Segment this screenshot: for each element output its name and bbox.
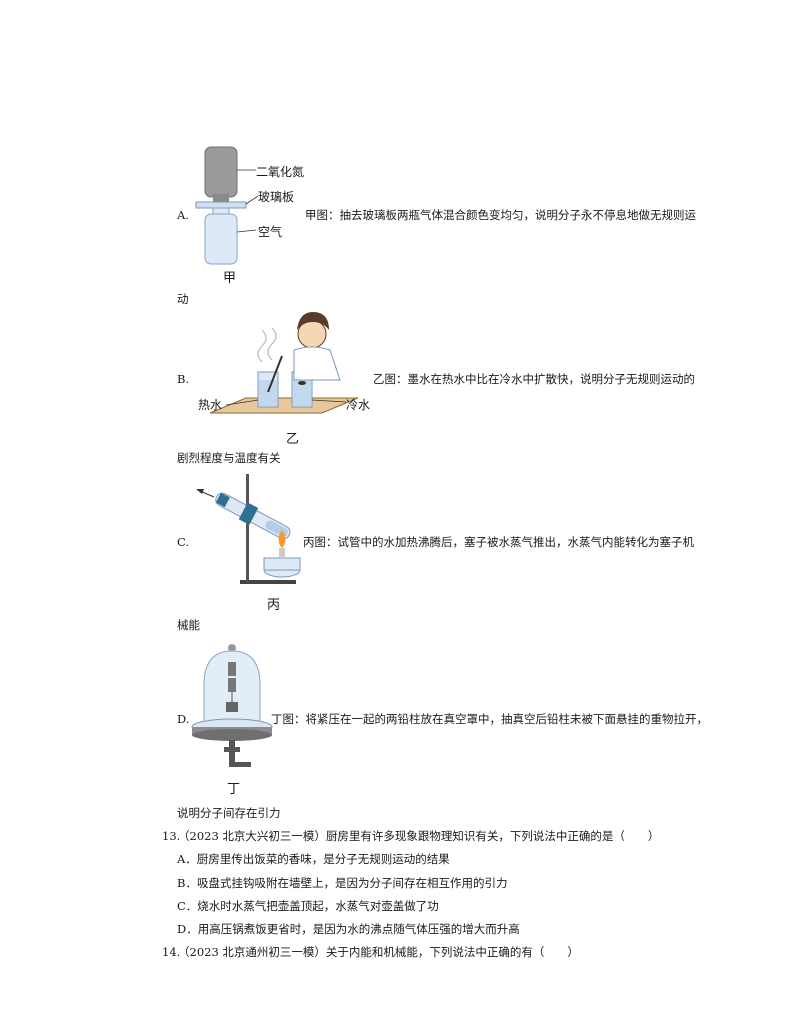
- q14-stem: （2023 北京通州初三一模）关于内能和机械能，下列说法中正确的有（ ）: [178, 945, 579, 959]
- option-d-text-cont: 说明分子间存在引力: [177, 806, 281, 820]
- figure-b-caption: 乙: [286, 432, 300, 447]
- figure-d-vacuum-jar: [191, 644, 273, 767]
- q13-choice-a: A．厨房里传出饭菜的香味，是分子无规则运动的结果: [177, 852, 450, 866]
- option-d-letter: D.: [177, 712, 190, 726]
- option-c-text-cont: 械能: [177, 618, 200, 632]
- label-air: 空气: [258, 225, 283, 239]
- label-cold-water: 冷水: [346, 398, 371, 412]
- option-a-text-cont: 动: [177, 292, 189, 306]
- figure-b-diffusion: [209, 312, 359, 414]
- figure-c-caption: 丙: [267, 598, 281, 613]
- q13-stem: （2023 北京大兴初三一模）厨房里有许多现象跟物理知识有关，下列说法中正确的是…: [178, 829, 660, 843]
- option-a-letter: A.: [177, 208, 189, 222]
- q14-number: 14.: [162, 945, 181, 959]
- q13-choice-d: D．用高压锅煮饭更省时，是因为水的沸点随气体压强的增大而升高: [177, 922, 520, 936]
- option-a-text: 甲图：抽去玻璃板两瓶气体混合颜色变均匀，说明分子永不停息地做无规则运: [305, 208, 696, 222]
- q13-number: 13.: [162, 829, 181, 843]
- option-b-letter: B.: [177, 372, 190, 386]
- figure-d-caption: 丁: [227, 782, 241, 797]
- figure-a-caption: 甲: [223, 271, 237, 286]
- option-d-text: 丁图：将紧压在一起的两铅柱放在真空罩中，抽真空后铅柱未被下面悬挂的重物拉开，: [271, 712, 708, 726]
- label-glass-plate: 玻璃板: [258, 190, 295, 204]
- label-no2: 二氧化氮: [256, 165, 305, 179]
- q13-choice-c: C．烧水时水蒸气把壶盖顶起，水蒸气对壶盖做了功: [177, 899, 439, 913]
- figure-c-test-tube: [196, 474, 301, 584]
- option-b-text: 乙图：墨水在热水中比在冷水中扩散快，说明分子无规则运动的: [373, 372, 695, 386]
- label-hot-water: 热水: [198, 398, 223, 412]
- option-c-letter: C.: [177, 535, 190, 549]
- q13-choice-b: B．吸盘式挂钩吸附在墙壁上，是因为分子间存在相互作用的引力: [177, 876, 508, 890]
- option-b-text-cont: 剧烈程度与温度有关: [177, 451, 281, 465]
- option-c-text: 丙图：试管中的水加热沸腾后，塞子被水蒸气推出，水蒸气内能转化为塞子机: [303, 535, 694, 549]
- figure-a-bottles: [195, 146, 259, 265]
